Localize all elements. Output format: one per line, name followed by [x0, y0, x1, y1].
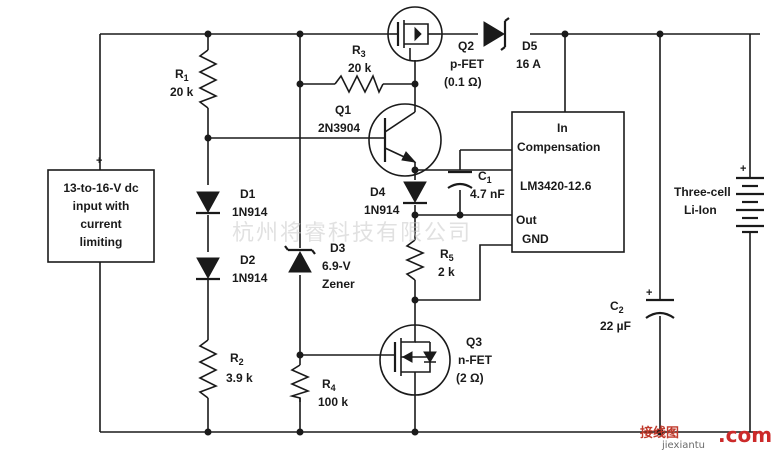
ic-lm3420: In Compensation LM3420-12.6 Out GND	[511, 111, 625, 253]
ic-pin-out: Out	[516, 213, 537, 227]
c2-plus: +	[646, 287, 652, 299]
r3-ref: R	[352, 43, 361, 57]
mosfet-q3: Q3 n-FET (2 Ω)	[379, 324, 493, 396]
r5-ref: R	[440, 247, 449, 261]
r5-value: 2 k	[438, 265, 455, 279]
svg-text:R4: R4	[322, 377, 336, 393]
q1-value: 2N3904	[318, 121, 360, 135]
q3-value: n-FET	[458, 353, 493, 367]
watermark: 杭州将睿科技有限公司 接线图 jiexiantu .com	[232, 221, 772, 450]
r2-sub: 2	[239, 357, 244, 367]
c2-sub: 2	[619, 305, 624, 315]
watermark-site-tld: .com	[718, 423, 772, 447]
r1-sub: 1	[184, 73, 189, 83]
d4-value: 1N914	[364, 203, 400, 217]
q3-value2: (2 Ω)	[456, 371, 484, 385]
battery-line1: Three-cell	[674, 185, 731, 199]
svg-text:R3: R3	[352, 43, 366, 59]
d3-value2: Zener	[322, 277, 355, 291]
d3-ref: D3	[330, 241, 346, 255]
input-source-line4: limiting	[80, 235, 123, 249]
diode-d4: D4 1N914	[364, 181, 427, 217]
ic-name: LM3420-12.6	[520, 179, 592, 193]
c2-ref: C	[610, 299, 619, 313]
input-source-plus: +	[96, 155, 102, 167]
r4-ref: R	[322, 377, 331, 391]
input-source-line2: input with	[73, 199, 130, 213]
c1-value: 4.7 nF	[470, 187, 505, 201]
diode-d1: D1 1N914	[196, 187, 268, 219]
junction-dots	[204, 30, 664, 436]
zener-d3: D3 6.9-V Zener	[284, 241, 355, 291]
d5-value: 16 A	[516, 57, 541, 71]
r3-sub: 3	[361, 49, 366, 59]
ic-pin-gnd: GND	[522, 232, 549, 246]
resistor-r3: R3 20 k	[334, 43, 384, 94]
svg-text:R1: R1	[175, 67, 189, 83]
svg-text:R2: R2	[230, 351, 244, 367]
c2-value: 22 µF	[600, 319, 631, 333]
battery-plus: +	[740, 163, 746, 175]
r2-ref: R	[230, 351, 239, 365]
q2-value2: (0.1 Ω)	[444, 75, 482, 89]
diode-d2: D2 1N914	[196, 253, 268, 285]
capacitor-c1: C1 4.7 nF	[447, 169, 505, 201]
resistor-r4: R4 100 k	[289, 364, 348, 409]
resistor-r5: R5 2 k	[405, 239, 455, 281]
resistor-r2: R2 3.9 k	[198, 339, 253, 399]
r1-value: 20 k	[170, 85, 194, 99]
resistor-r1: R1 20 k	[170, 49, 218, 109]
d5-ref: D5	[522, 39, 538, 53]
c1-sub: 1	[487, 175, 492, 185]
q2-value: p-FET	[450, 57, 485, 71]
watermark-site-cn: 接线图	[640, 425, 679, 441]
d4-ref: D4	[370, 185, 386, 199]
battery-line2: Li-Ion	[684, 203, 717, 217]
d1-value: 1N914	[232, 205, 268, 219]
r4-sub: 4	[331, 383, 336, 393]
mosfet-q2: Q2 p-FET (0.1 Ω)	[387, 6, 485, 89]
c1-ref: C	[478, 169, 487, 183]
ic-pin-in: In	[557, 121, 568, 135]
svg-text:R5: R5	[440, 247, 454, 263]
diode-d5: D5 16 A	[483, 17, 541, 71]
watermark-site-url: jiexiantu	[661, 440, 705, 450]
battery: + Three-cell Li-Ion	[674, 163, 764, 234]
d1-ref: D1	[240, 187, 256, 201]
q1-ref: Q1	[335, 103, 351, 117]
d2-ref: D2	[240, 253, 256, 267]
input-source: + 13-to-16-V dc input with current limit…	[47, 155, 155, 263]
svg-text:C2: C2	[610, 299, 624, 315]
d2-value: 1N914	[232, 271, 268, 285]
r1-ref: R	[175, 67, 184, 81]
q3-ref: Q3	[466, 335, 482, 349]
d3-value: 6.9-V	[322, 259, 351, 273]
svg-text:C1: C1	[478, 169, 492, 185]
input-source-line3: current	[80, 217, 121, 231]
watermark-text: 杭州将睿科技有限公司	[232, 221, 472, 246]
ic-pin-comp: Compensation	[517, 140, 600, 154]
q2-ref: Q2	[458, 39, 474, 53]
input-source-line1: 13-to-16-V dc	[63, 181, 139, 195]
capacitor-c2: + C2 22 µF	[600, 287, 675, 333]
r5-sub: 5	[449, 253, 454, 263]
r4-value: 100 k	[318, 395, 348, 409]
r3-value: 20 k	[348, 61, 372, 75]
r2-value: 3.9 k	[226, 371, 253, 385]
transistor-q1: Q1 2N3904	[318, 103, 442, 177]
